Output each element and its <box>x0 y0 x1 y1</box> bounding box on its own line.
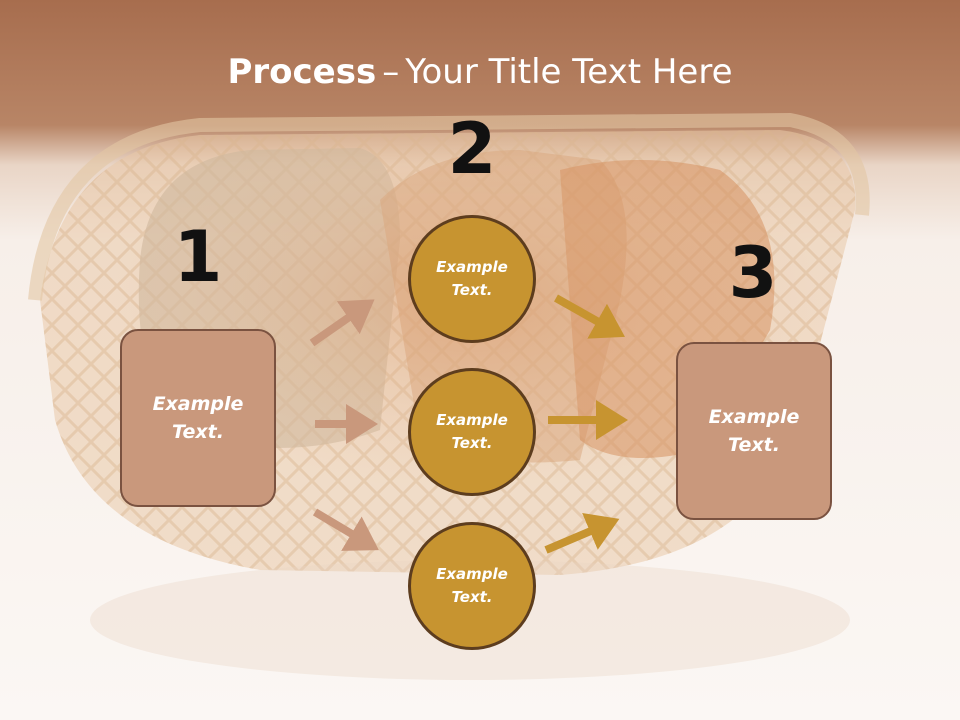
arrow-1-to-2-bottom <box>312 508 379 551</box>
step-2-circle-middle: Example Text. <box>408 368 536 496</box>
step-number-2: 2 <box>447 108 497 190</box>
step-1-box: Example Text. <box>120 329 276 507</box>
step-2-circle-top: Example Text. <box>408 215 536 343</box>
step-2-circle-bottom: Example Text. <box>408 522 536 650</box>
arrow-1-to-2-top <box>309 299 375 347</box>
arrow-2-to-3-top <box>554 294 625 339</box>
slide-title: Process–Your Title Text Here <box>0 52 960 92</box>
step-number-1: 1 <box>173 216 223 298</box>
step-2-circle-middle-text: Example Text. <box>436 410 508 452</box>
arrow-2-to-3-bottom <box>544 512 620 554</box>
step-number-3: 3 <box>728 232 778 314</box>
title-separator: – <box>382 52 400 92</box>
step-2-circle-bottom-text: Example Text. <box>436 564 508 606</box>
title-bold-part: Process <box>227 52 377 92</box>
step-3-text: Example Text. <box>708 405 800 457</box>
step-3-box: Example Text. <box>676 342 832 520</box>
step-2-circle-top-text: Example Text. <box>436 257 508 299</box>
title-rest-part: Your Title Text Here <box>405 52 733 92</box>
step-1-text: Example Text. <box>152 392 244 444</box>
